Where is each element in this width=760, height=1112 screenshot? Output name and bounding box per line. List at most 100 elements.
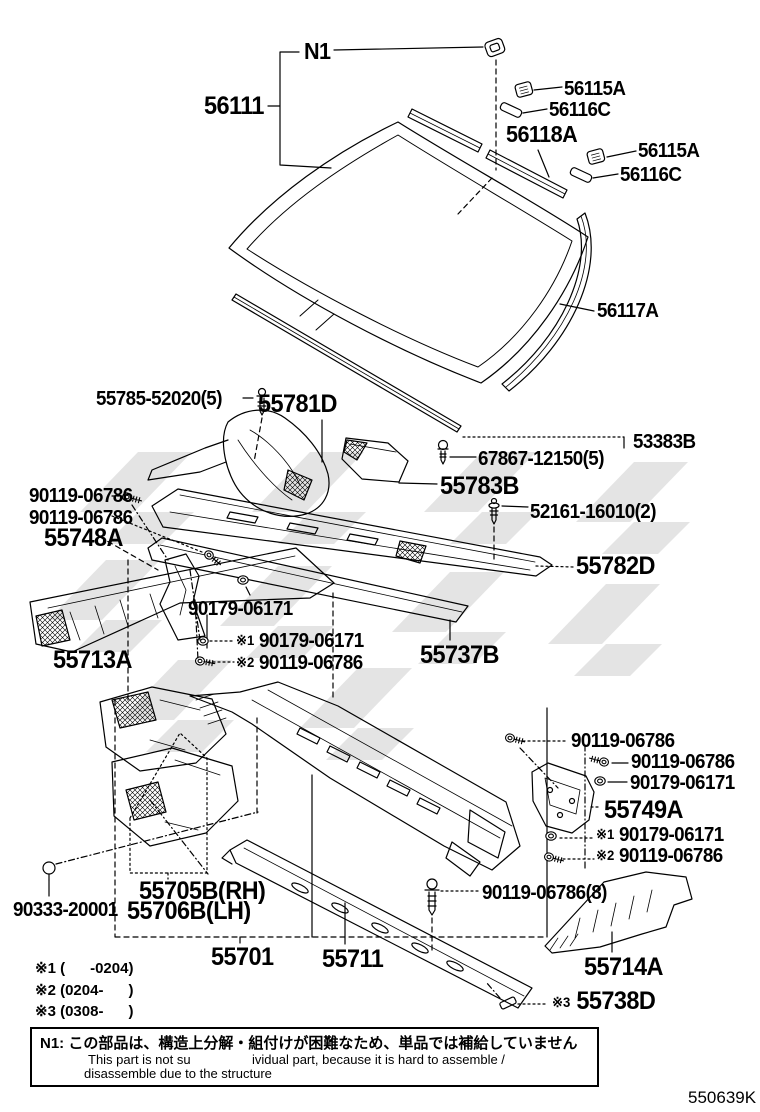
- part-label-56111: 56111: [204, 92, 265, 120]
- bracket-55749a: [531, 762, 595, 834]
- legend-row-2: ※2 (0204- ): [35, 982, 134, 999]
- part-label-56115a-2: 56115A: [638, 140, 700, 162]
- cowl-brace-55711: [221, 839, 533, 1009]
- part-label-55738d: ※3 55738D: [552, 987, 656, 1015]
- molding-53383b: [231, 293, 462, 433]
- retainer-clip-icon: [484, 37, 506, 58]
- bracket-55748a: [159, 553, 206, 641]
- part-label-55785: 55785-52020(5): [96, 388, 222, 410]
- part-label-fn1-90179: ※1 90179-06171: [236, 630, 364, 652]
- part-label-55749a: 55749A: [604, 796, 684, 824]
- footnote1-mark: ※1: [596, 826, 615, 842]
- part-label-90119-l1: 90119-06786: [29, 485, 133, 507]
- windshield-glass: [228, 121, 589, 384]
- part-label-90119-r2: 90119-06786: [631, 751, 735, 773]
- footnote3-mark: ※3: [552, 994, 571, 1010]
- leader: [559, 303, 595, 312]
- spacer-56116c-icon: [499, 102, 523, 118]
- cowl-top-55782d: [151, 488, 553, 577]
- construction-line: [131, 504, 201, 661]
- clip-56115a-icon: [586, 148, 606, 165]
- leader: [522, 108, 548, 114]
- construction-line: [485, 981, 501, 999]
- legend-row-1: ※1 ( -0204): [35, 960, 134, 977]
- nut-icon: [594, 776, 606, 786]
- leader: [535, 565, 575, 568]
- n1-leader: [333, 46, 484, 51]
- cowl-panel-55701: [189, 681, 521, 877]
- part-label-90119-l2: 90119-06786: [29, 507, 133, 529]
- part-label-55783b: 55783B: [440, 472, 520, 500]
- part-label-55701: 55701: [211, 943, 274, 971]
- hex-bolt-icon: [587, 753, 610, 768]
- apron-panel-55713a: [29, 547, 335, 653]
- cowl-louver-55781d: [147, 409, 330, 517]
- note-japanese: N1: この部品は、構造上分解・組付けが困難なため、単品では補給していません: [40, 1035, 578, 1052]
- part-label-55714a: 55714A: [584, 953, 664, 981]
- document-code: 550639K: [688, 1088, 757, 1107]
- clip-56115a-icon: [514, 81, 534, 98]
- hex-bolt-icon: [424, 878, 440, 916]
- construction-line: [55, 799, 259, 875]
- part-label-56115a-1: 56115A: [564, 78, 626, 100]
- construction-line: [127, 559, 334, 818]
- part-label-56116c-2: 56116C: [620, 164, 682, 186]
- glass-bracket: [267, 51, 332, 169]
- part-label-55737b: 55737B: [420, 641, 500, 669]
- screw-icon: [437, 439, 449, 465]
- side-panel-55714a: [544, 871, 693, 954]
- panel-55706b: [111, 747, 239, 847]
- label-bracket: [114, 699, 548, 938]
- part-label-56116c-1: 56116C: [549, 99, 611, 121]
- molding-56118a: [407, 108, 568, 199]
- part-label-52161: 52161-16010(2): [530, 501, 656, 523]
- leader: [99, 536, 159, 571]
- footnote2-mark: ※2: [236, 654, 255, 670]
- part-label-55748a: 55748A: [44, 524, 124, 552]
- legend-row-3: ※3 (0308- ): [35, 1003, 134, 1020]
- leader: [398, 482, 438, 485]
- footnote2-mark: ※2: [596, 847, 615, 863]
- part-label-55781d: 55781D: [258, 390, 338, 418]
- leader: [111, 515, 203, 553]
- leader: [245, 586, 251, 596]
- leader: [501, 505, 529, 508]
- leader: [537, 149, 550, 178]
- stud-clip-icon: [256, 387, 268, 416]
- spacer-56116c-icon: [569, 167, 593, 183]
- note-english-line1: This part is not su ividual part, becaus…: [88, 1052, 505, 1067]
- part-label-fn1-90179-r: ※1 90179-06171: [596, 824, 724, 846]
- part-label-55782d: 55782D: [576, 552, 656, 580]
- nut-icon: [545, 831, 557, 841]
- plug-icon: [42, 861, 56, 881]
- n1-drop-line: [457, 59, 497, 215]
- part-label-55706b: 55706B(LH): [127, 897, 251, 925]
- part-label-55711: 55711: [322, 945, 384, 973]
- part-label-90119-r1: 90119-06786: [571, 730, 675, 752]
- vent-55783b: [341, 437, 409, 483]
- leader: [592, 173, 619, 179]
- leader: [253, 417, 263, 463]
- molding-56117a: [501, 212, 592, 392]
- construction-line: [519, 744, 586, 869]
- part-label-56118a: 56118A: [506, 121, 578, 147]
- molding-clip-icon: [499, 996, 517, 1010]
- part-label-55713a: 55713A: [53, 646, 133, 674]
- part-label-n1: N1: [304, 38, 331, 64]
- part-label-90119-8: 90119-06786(8): [482, 882, 607, 904]
- part-label-fn2-90119: ※2 90119-06786: [236, 652, 363, 674]
- part-label-55705b: 55705B(RH): [139, 877, 266, 905]
- leader: [533, 86, 563, 91]
- part-label-56117a: 56117A: [597, 300, 659, 322]
- leader: [606, 150, 637, 158]
- nut-icon: [237, 575, 249, 585]
- label-bracket: [239, 707, 548, 944]
- hex-bolt-icon: [504, 732, 527, 747]
- note-box: N1: この部品は、構造上分解・組付けが困難なため、単品では補給していません T…: [30, 1027, 599, 1087]
- panel-55705b: [99, 686, 227, 772]
- part-label-fn2-90119-r: ※2 90119-06786: [596, 845, 723, 867]
- part-label-67867: 67867-12150(5): [478, 448, 604, 470]
- part-label-90179-r1: 90179-06171: [630, 772, 735, 794]
- note-english-line2: disassemble due to the structure: [84, 1066, 272, 1081]
